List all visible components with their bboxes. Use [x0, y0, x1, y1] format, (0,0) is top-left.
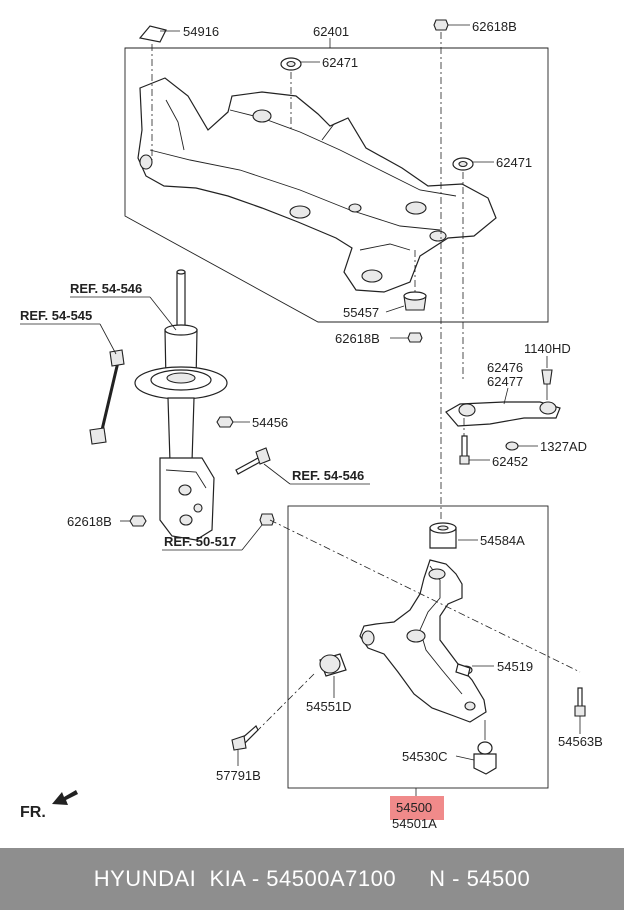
- label-1140HD: 1140HD: [524, 341, 571, 356]
- crossmember-subframe: [137, 77, 497, 293]
- bolt-54563B: [574, 687, 586, 717]
- footer-brand-part-number: HYUNDAI KIA - 54500A7100: [93, 866, 397, 891]
- part-labels: 54916 62401 62618B 62471 62471 55457 626…: [67, 19, 603, 831]
- reference-labels: REF. 54-546 REF. 54-545 REF. 54-546 REF.…: [20, 281, 364, 549]
- bolt-54-546: [235, 447, 271, 475]
- bolt-57791B: [231, 725, 259, 751]
- subframe-callout-frame: [124, 47, 549, 323]
- label-54584A: 54584A: [480, 533, 525, 548]
- label-54456: 54456: [252, 415, 288, 430]
- strut-assembly: [134, 269, 228, 541]
- nut-62618B-mid: [407, 332, 423, 343]
- bushing-54551D: [319, 653, 347, 677]
- cap-54916: [138, 25, 167, 43]
- label-57791B: 57791B: [216, 768, 261, 783]
- label-1327AD: 1327AD: [540, 439, 587, 454]
- front-arrow-icon: [52, 790, 78, 805]
- bushing-54584A: [429, 522, 457, 549]
- label-54916: 54916: [183, 24, 219, 39]
- label-62471-top: 62471: [322, 55, 358, 70]
- front-direction-indicator: FR.: [20, 790, 78, 821]
- mount-62471-top: [280, 57, 302, 71]
- label-62476: 62476: [487, 360, 523, 375]
- stabilizer-link: [89, 349, 125, 445]
- ref-54-546-mid: REF. 54-546: [292, 468, 364, 483]
- label-62618B-left: 62618B: [67, 514, 112, 529]
- label-62618B-top: 62618B: [472, 19, 517, 34]
- ref-50-517: REF. 50-517: [164, 534, 236, 549]
- footer-bar: HYUNDAI KIA - 54500A7100 N - 54500: [0, 848, 624, 910]
- label-62477: 62477: [487, 374, 523, 389]
- label-54530C: 54530C: [402, 749, 448, 764]
- ref-54-546-top: REF. 54-546: [70, 281, 142, 296]
- nut-62618B-top: [433, 19, 449, 31]
- label-62618B-mid: 62618B: [335, 331, 380, 346]
- leader-lines: [20, 24, 581, 796]
- label-55457: 55457: [343, 305, 379, 320]
- label-62452: 62452: [492, 454, 528, 469]
- label-54519: 54519: [497, 659, 533, 674]
- nut-62618B-left: [129, 515, 147, 527]
- lower-control-arm: [359, 559, 487, 723]
- pin-54519: [455, 663, 471, 677]
- ref-54-545: REF. 54-545: [20, 308, 92, 323]
- front-label: FR.: [20, 804, 46, 821]
- nut-50-517: [259, 513, 275, 526]
- label-62471-right: 62471: [496, 155, 532, 170]
- highlight-54500: [390, 796, 444, 820]
- exploded-parts-diagram: 54916 62401 62618B 62471 62471 55457 626…: [20, 19, 603, 831]
- label-54551D: 54551D: [306, 699, 352, 714]
- label-54563B: 54563B: [558, 734, 603, 749]
- lower-arm-callout-frame: [287, 505, 549, 789]
- label-54500: 54500: [396, 800, 432, 815]
- label-62401: 62401: [313, 24, 349, 39]
- bracket-62476-62477: [445, 369, 561, 465]
- nut-54456: [216, 416, 234, 428]
- label-54501A: 54501A: [392, 816, 437, 831]
- mount-62471-right: [452, 157, 474, 171]
- ball-joint-54530C: [473, 720, 497, 775]
- subframe-group: [124, 25, 549, 323]
- footer-diagram-number: N - 54500: [429, 866, 531, 891]
